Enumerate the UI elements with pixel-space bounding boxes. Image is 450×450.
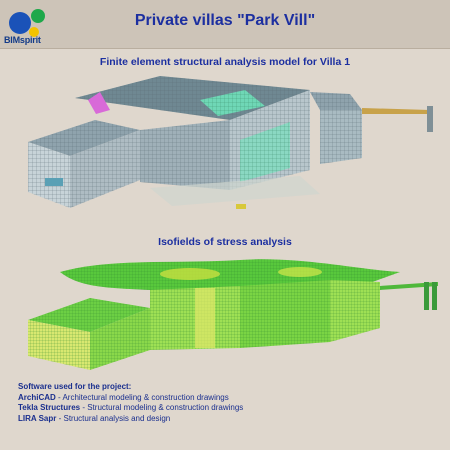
- software-desc: - Structural analysis and design: [56, 413, 171, 423]
- section1-title: Finite element structural analysis model…: [99, 56, 351, 68]
- software-list: Software used for the project: ArchiCAD …: [18, 382, 243, 424]
- software-item: LIRA Sapr - Structural analysis and desi…: [18, 414, 243, 425]
- software-name: Tekla Structures: [18, 403, 81, 412]
- section2-title: Isofields of stress analysis: [158, 236, 292, 248]
- page-title: Private villas "Park Vill": [134, 12, 316, 29]
- software-desc: - Structural modeling & construction dra…: [80, 403, 244, 412]
- software-name: LIRA Sapr: [18, 413, 57, 423]
- stress-isofields-image: [28, 259, 438, 370]
- software-desc: - Architectural modeling & construction …: [55, 392, 229, 402]
- software-heading: Software used for the project:: [18, 382, 132, 391]
- software-name: ArchiCAD: [18, 392, 56, 402]
- header-bar: BIMspirit Private villas "Park Vill": [0, 0, 450, 49]
- bimspirit-logo-icon: [9, 9, 45, 37]
- software-item: ArchiCAD - Architectural modeling & cons…: [18, 393, 243, 404]
- finite-element-model-image: [28, 76, 433, 209]
- software-item: Tekla Structures - Structural modeling &…: [18, 403, 243, 414]
- brand-name: BIMspirit: [4, 35, 41, 45]
